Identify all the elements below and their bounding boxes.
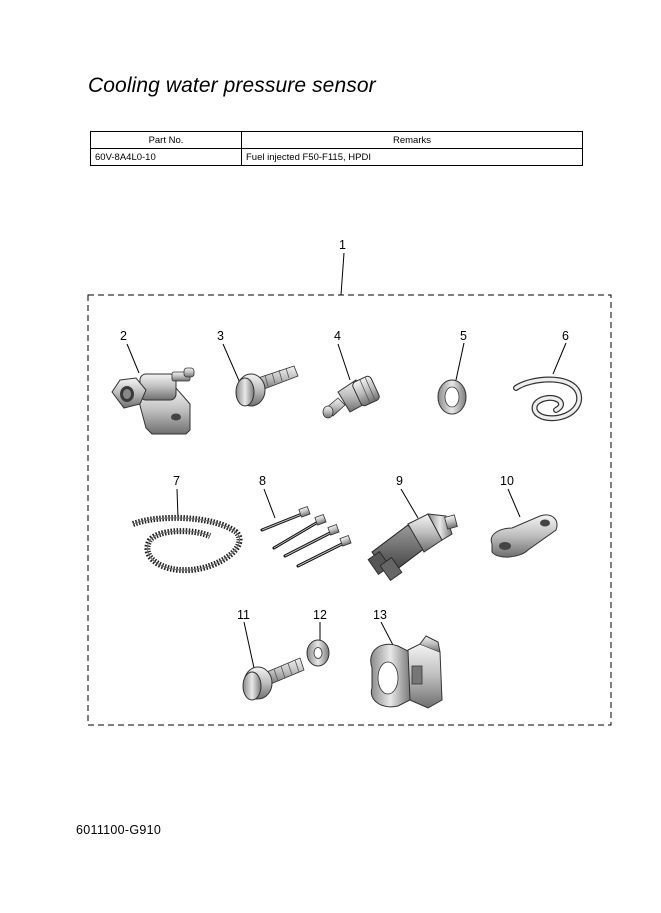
- part-6-coiled-hose: [513, 342, 583, 422]
- part-12-washer: [306, 622, 330, 667]
- callout-8: 8: [259, 474, 266, 488]
- cell-remarks: Fuel injected F50-F115, HPDI: [241, 148, 583, 166]
- callout-11: 11: [237, 608, 250, 622]
- callout-1: 1: [339, 238, 346, 252]
- page-title: Cooling water pressure sensor: [88, 74, 376, 97]
- part-10-bracket-plate: [490, 488, 558, 558]
- part-4-sensor-nipple: [322, 343, 380, 419]
- callout-5: 5: [460, 329, 467, 343]
- footer-code: 6011100-G910: [76, 823, 162, 837]
- part-8-cable-ties: [260, 488, 352, 568]
- part-3-flange-bolt: [222, 343, 299, 407]
- parts-table: Part No. Remarks 60V-8A4L0-10 Fuel injec…: [90, 131, 583, 166]
- kit-boundary-dashed: [87, 294, 612, 726]
- callout-7: 7: [173, 474, 180, 488]
- part-5-washer: [437, 342, 467, 415]
- callout-12: 12: [313, 608, 327, 622]
- table-header-row: Part No. Remarks: [90, 131, 583, 149]
- part-7-spiral-wrap: [131, 488, 243, 574]
- part-9-pressure-sensor: [367, 488, 458, 581]
- callout-2: 2: [120, 329, 127, 343]
- callout-6: 6: [562, 329, 569, 343]
- part-2-fitting-bracket: [111, 343, 195, 435]
- leader-line-1: [340, 252, 345, 296]
- part-11-bolt: [242, 621, 305, 701]
- callout-13: 13: [373, 608, 387, 622]
- part-13-hose-clip: [370, 621, 443, 709]
- callout-9: 9: [396, 474, 403, 488]
- callout-10: 10: [500, 474, 514, 488]
- table-row: 60V-8A4L0-10 Fuel injected F50-F115, HPD…: [90, 148, 583, 166]
- callout-3: 3: [217, 329, 224, 343]
- callout-4: 4: [334, 329, 341, 343]
